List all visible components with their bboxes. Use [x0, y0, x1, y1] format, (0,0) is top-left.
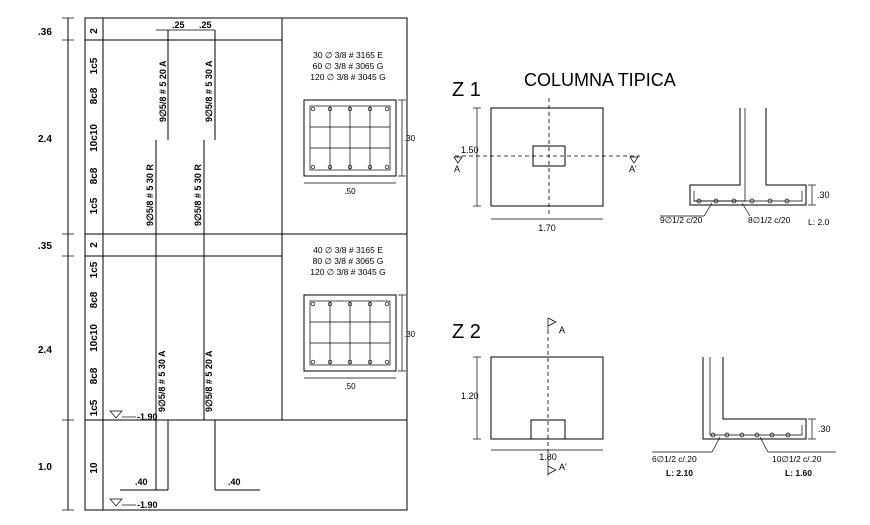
top-offset-left: .25 — [172, 20, 185, 30]
bar-label: 8∅1/2 c/20 — [748, 215, 791, 225]
rebar-label: 9∅5/8 # 5 30 A — [204, 60, 214, 122]
column-section-lower: 40 ∅ 3/8 # 3165 E 80 ∅ 3/8 # 3065 G 120 … — [303, 245, 416, 391]
section-height-label: .30 — [818, 424, 831, 434]
level-marker-icon — [109, 410, 123, 419]
dim-label-footing: 1.0 — [38, 462, 52, 473]
footing-plan — [490, 356, 604, 440]
bar-length: L: 1.60 — [785, 468, 812, 478]
bar-label: 6∅1/2 c/.20 — [652, 454, 697, 464]
drawing-title: COLUMNA TIPICA — [524, 70, 676, 90]
stirrup-label: 8c8 — [89, 167, 100, 184]
dim-label-lower: 2.4 — [38, 345, 52, 356]
section-note: 30 ∅ 3/8 # 3165 E — [313, 50, 383, 60]
level-label: -1.90 — [137, 500, 158, 510]
bar-length: L: 2.10 — [666, 468, 693, 478]
dim-label-mid: .35 — [38, 241, 52, 252]
stirrup-label: 8c8 — [89, 291, 100, 308]
footing-label: Z 2 — [452, 321, 481, 343]
footing-z1: Z 1 1.50 1.70 A A' .30 9∅1/2 c/20 8∅1/2 … — [452, 79, 830, 233]
stirrup-label: 1c5 — [89, 197, 100, 214]
top-offset-right: .25 — [199, 20, 212, 30]
stirrup-label: 2 — [89, 28, 100, 34]
footing-section — [689, 108, 807, 206]
cut-label: A' — [559, 462, 567, 472]
bar-label: 9∅1/2 c/20 — [660, 215, 703, 225]
stirrup-label: 2 — [89, 242, 100, 248]
footing-section — [702, 357, 807, 440]
section-note: 60 ∅ 3/8 # 3065 G — [313, 61, 384, 71]
section-height-label: .30 — [817, 190, 830, 200]
stirrup-label: 1c5 — [89, 261, 100, 278]
cut-label: A' — [629, 164, 637, 174]
level-label: -1.90 — [137, 412, 158, 422]
section-height-label: .30 — [404, 330, 416, 339]
footing-plan — [490, 107, 604, 207]
plan-width-label: 1.70 — [538, 223, 556, 233]
dim-label-upper: 2.4 — [38, 134, 52, 145]
section-note: 40 ∅ 3/8 # 3165 E — [313, 245, 383, 255]
section-note: 80 ∅ 3/8 # 3065 G — [313, 256, 384, 266]
section-note: 120 ∅ 3/8 # 3045 G — [310, 72, 385, 82]
stirrup-label: 10c10 — [89, 124, 100, 152]
cut-marker-icon — [547, 465, 557, 475]
rebar-label: 9∅5/8 # 5 20 A — [158, 60, 168, 122]
section-note: 120 ∅ 3/8 # 3045 G — [310, 267, 385, 277]
plan-height-label: 1.20 — [461, 391, 479, 401]
stirrup-label: 1c5 — [89, 57, 100, 74]
stirrup-label: 10c10 — [89, 324, 100, 352]
cut-marker-icon — [453, 156, 463, 164]
stirrup-label: 8c8 — [89, 367, 100, 384]
rebar-label: 9∅5/8 # 5 30 A — [157, 350, 167, 412]
section-width-label: .50 — [344, 382, 356, 391]
cut-marker-icon — [547, 317, 557, 327]
cut-label: A — [559, 325, 565, 335]
elevation-frame — [84, 17, 408, 511]
hook-label-right: .40 — [228, 477, 241, 487]
cut-label: A — [454, 164, 460, 174]
rebar-label: 9∅5/8 # 5 20 A — [204, 350, 214, 412]
footing-z2: Z 2 A A' 1.20 1.80 .30 6∅1/2 c/.20 10∅1/… — [452, 317, 836, 478]
section-outline — [303, 294, 397, 372]
level-marker-icon — [109, 498, 123, 507]
stirrup-label: 1c5 — [89, 399, 100, 416]
stirrup-label: 10 — [89, 462, 100, 474]
column-elevation: .36 2.4 .35 2.4 1.0 2 1c5 8c8 10c10 8c8 … — [38, 17, 408, 511]
rebar-label: 9∅5/8 # 5 30 R — [193, 164, 203, 226]
column-section-upper: 30 ∅ 3/8 # 3165 E 60 ∅ 3/8 # 3065 G 120 … — [303, 50, 416, 196]
cut-marker-icon — [629, 156, 639, 164]
stirrup-label: 8c8 — [89, 87, 100, 104]
plan-height-label: 1.50 — [461, 145, 479, 155]
section-width-label: .50 — [344, 187, 356, 196]
hook-label-left: .40 — [135, 477, 148, 487]
rebar-label: 9∅5/8 # 5 30 R — [145, 164, 155, 226]
footing-label: Z 1 — [452, 79, 481, 101]
bar-length: L: 2.0 — [808, 217, 830, 227]
bar-label: 10∅1/2 c/.20 — [772, 454, 822, 464]
section-height-label: .30 — [404, 134, 416, 143]
section-outline — [303, 99, 397, 177]
plan-width-label: 1.80 — [539, 452, 557, 462]
dim-label-top: .36 — [38, 27, 52, 38]
